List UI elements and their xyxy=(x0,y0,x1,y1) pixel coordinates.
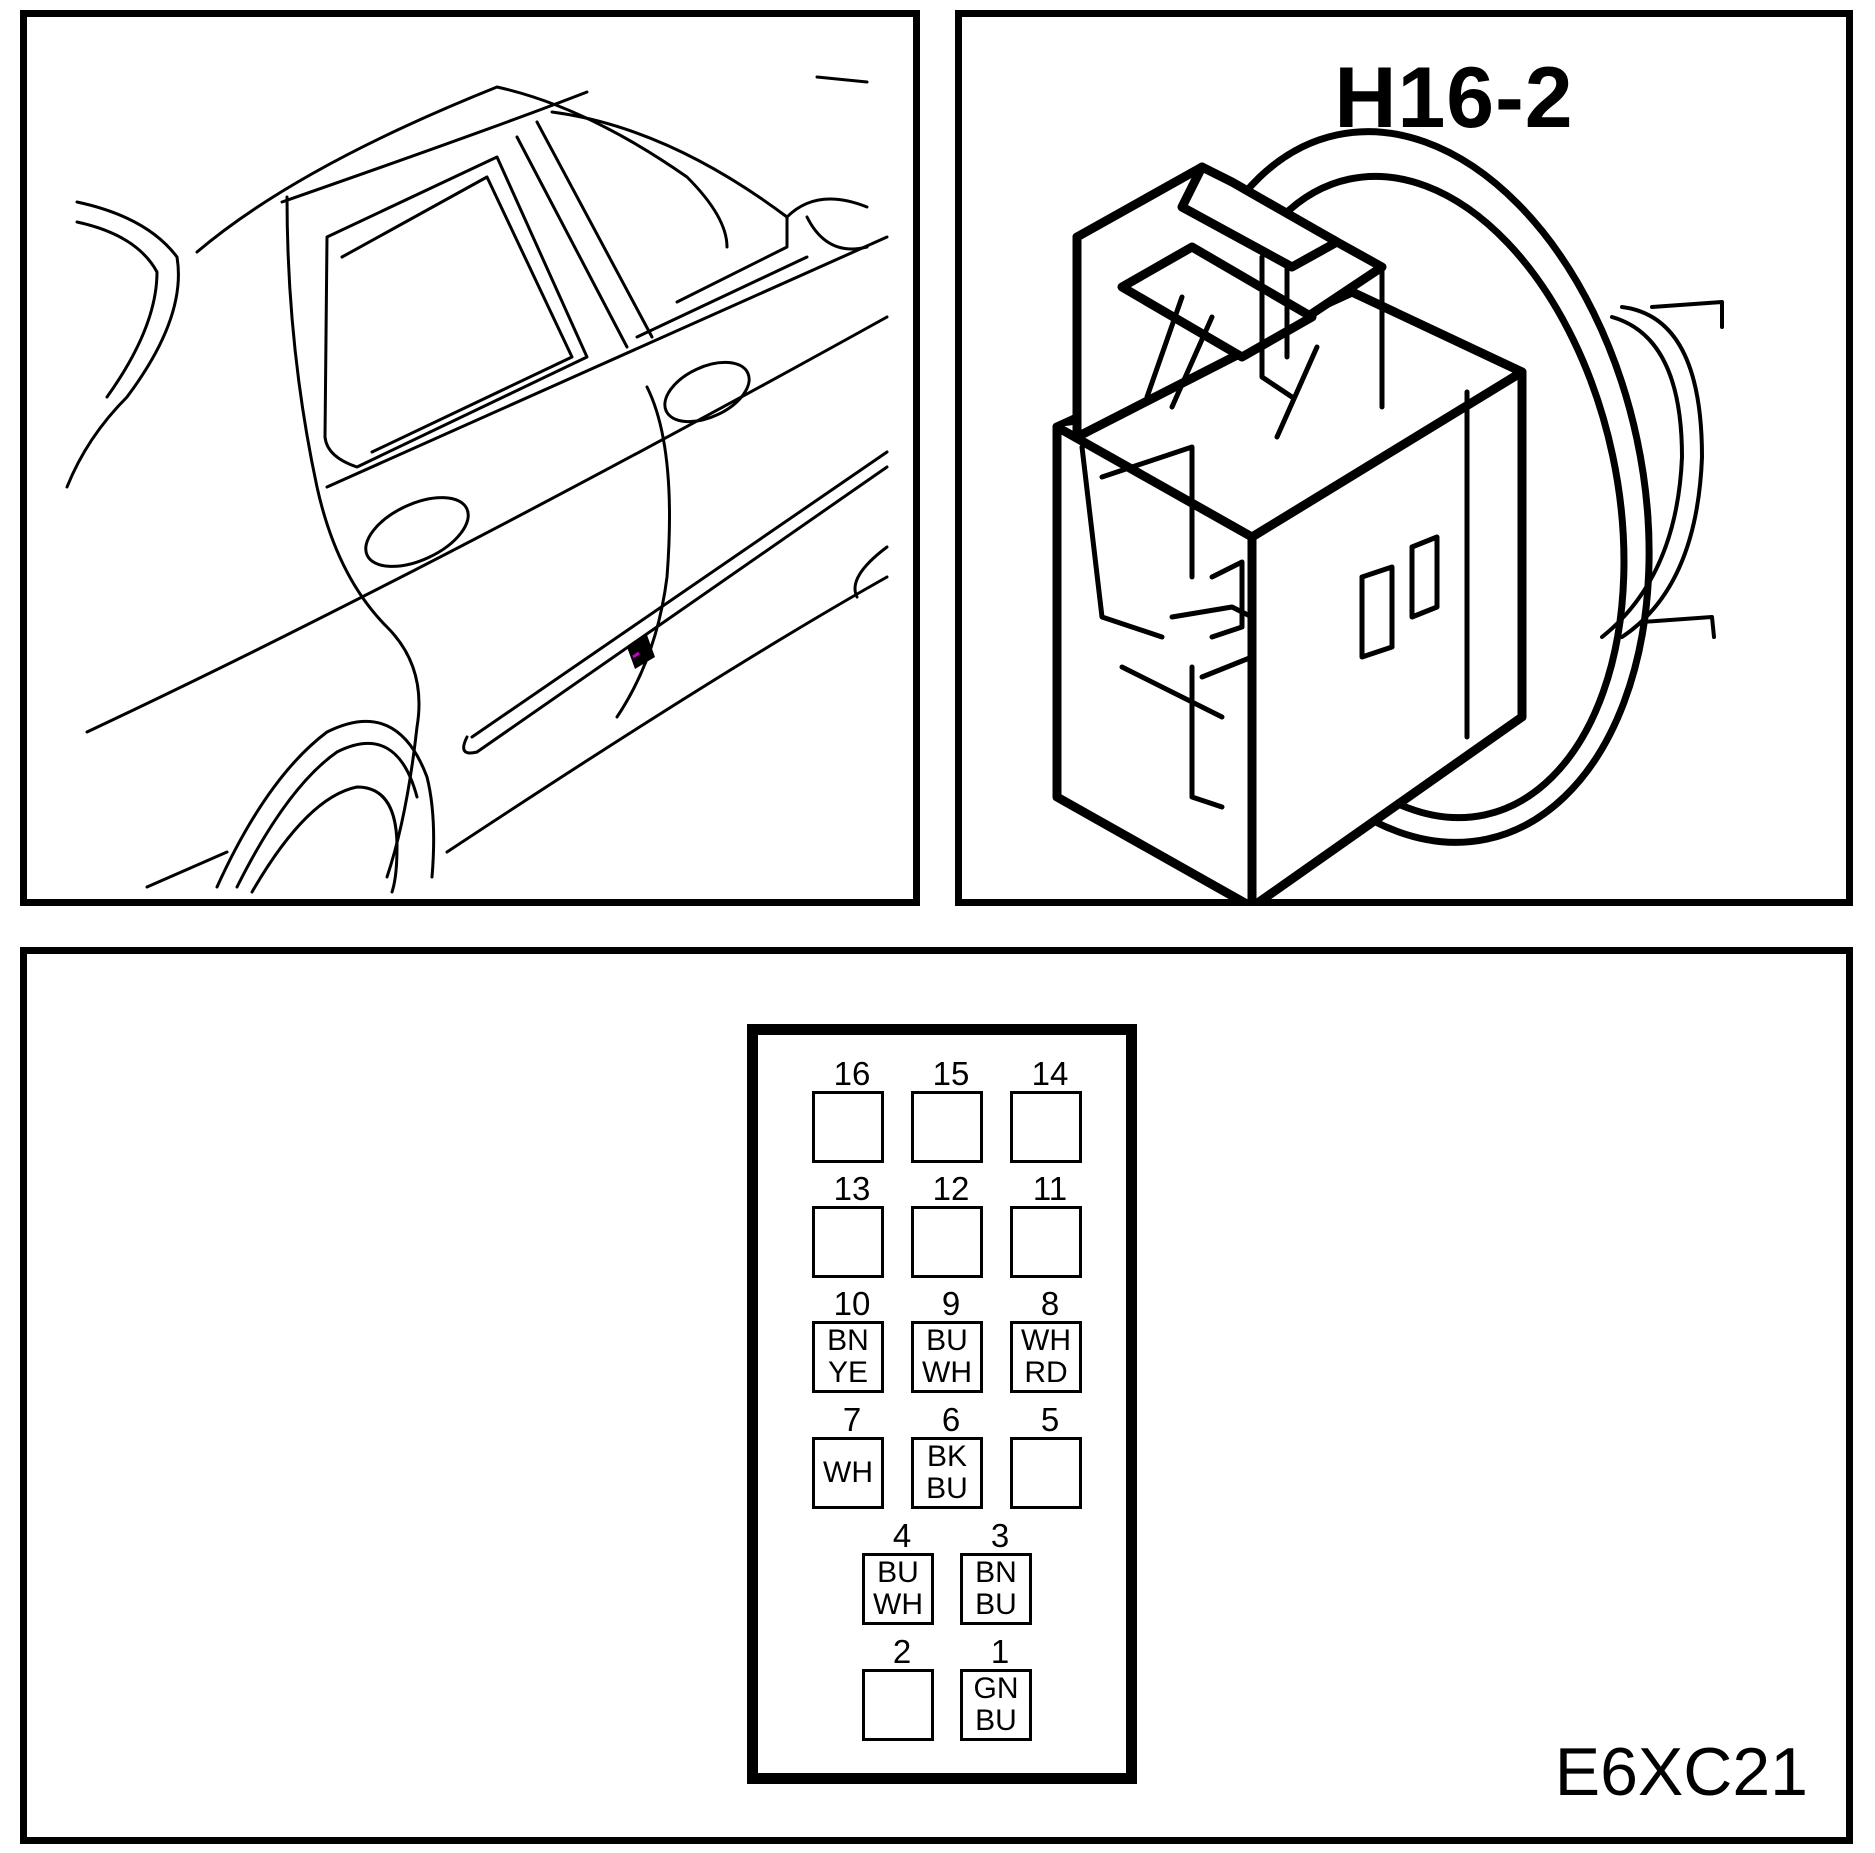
pin-layout-panel: 16 15 14 13 12 11 10 BN YE xyxy=(20,947,1853,1844)
pin-7: 7 WH xyxy=(782,1401,922,1509)
pin-number: 4 xyxy=(892,1517,912,1554)
connector-face: 16 15 14 13 12 11 10 BN YE xyxy=(747,1024,1137,1784)
wire-stripe: RD xyxy=(1024,1356,1068,1389)
pin-number: 8 xyxy=(1040,1285,1060,1322)
pin-number: 16 xyxy=(833,1055,871,1092)
pin-16: 16 xyxy=(782,1055,922,1163)
pin-cavity xyxy=(1010,1437,1082,1509)
pin-cavity: BK BU xyxy=(911,1437,983,1509)
pin-number: 12 xyxy=(932,1170,970,1207)
diagram-code: E6XC21 xyxy=(1554,1734,1808,1810)
pin-number: 15 xyxy=(932,1055,970,1092)
pin-number: 14 xyxy=(1031,1055,1069,1092)
connector-3d-icon xyxy=(1052,128,1724,899)
pin-number: 9 xyxy=(941,1285,961,1322)
pin-cavity: GN BU xyxy=(960,1669,1032,1741)
pin-cavity xyxy=(812,1091,884,1163)
wire-color: WH xyxy=(1021,1324,1071,1357)
wire-color: BK xyxy=(926,1440,968,1473)
pin-number: 6 xyxy=(941,1401,961,1438)
pin-cavity xyxy=(1010,1206,1082,1278)
pin-number: 5 xyxy=(1040,1401,1060,1438)
pin-14: 14 xyxy=(980,1055,1120,1163)
pin-10: 10 BN YE xyxy=(782,1285,922,1393)
rear-door-car-icon xyxy=(65,75,889,894)
pin-cavity: WH RD xyxy=(1010,1321,1082,1393)
pin-3: 3 BN BU xyxy=(930,1517,1070,1625)
pin-number: 11 xyxy=(1032,1170,1068,1207)
wire-color: WH xyxy=(823,1456,873,1489)
vehicle-location-panel xyxy=(20,10,920,906)
pin-1: 1 GN BU xyxy=(930,1633,1070,1741)
wire-stripe: YE xyxy=(827,1356,869,1389)
wire-stripe: WH xyxy=(922,1356,972,1389)
pin-number: 13 xyxy=(833,1170,871,1207)
connector-illustration-panel: H16-2 xyxy=(955,10,1853,906)
connector-location-icon xyxy=(627,635,655,669)
pin-13: 13 xyxy=(782,1170,922,1278)
pin-cavity xyxy=(862,1669,934,1741)
pin-cavity: BN YE xyxy=(812,1321,884,1393)
pin-number: 10 xyxy=(833,1285,871,1322)
pin-number: 3 xyxy=(990,1517,1010,1554)
wire-stripe: BU xyxy=(975,1588,1017,1621)
wire-color: BU xyxy=(877,1556,919,1589)
wire-color: BN xyxy=(827,1324,869,1357)
pin-cavity xyxy=(812,1206,884,1278)
pin-cavity: BU WH xyxy=(862,1553,934,1625)
pin-6: 6 BK BU xyxy=(881,1401,1021,1509)
wire-color: GN xyxy=(973,1672,1019,1705)
wire-stripe: WH xyxy=(873,1588,923,1621)
wire-stripe: BU xyxy=(926,1472,968,1505)
pin-cavity: BN BU xyxy=(960,1553,1032,1625)
wire-stripe: BU xyxy=(975,1704,1017,1737)
pin-cavity xyxy=(911,1206,983,1278)
pin-cavity xyxy=(911,1091,983,1163)
pin-number: 2 xyxy=(892,1633,912,1670)
pin-cavity: WH xyxy=(812,1437,884,1509)
pin-number: 7 xyxy=(842,1401,862,1438)
pin-5: 5 xyxy=(980,1401,1120,1509)
pin-cavity xyxy=(1010,1091,1082,1163)
pin-4: 4 BU WH xyxy=(832,1517,972,1625)
pin-12: 12 xyxy=(881,1170,1021,1278)
pin-8: 8 WH RD xyxy=(980,1285,1120,1393)
pin-11: 11 xyxy=(980,1170,1120,1278)
pin-cavity: BU WH xyxy=(911,1321,983,1393)
pin-number: 1 xyxy=(990,1633,1010,1670)
pin-2: 2 xyxy=(832,1633,972,1741)
wire-color: BU xyxy=(926,1324,968,1357)
wire-color: BN xyxy=(975,1556,1017,1589)
pin-15: 15 xyxy=(881,1055,1021,1163)
pin-9: 9 BU WH xyxy=(881,1285,1021,1393)
